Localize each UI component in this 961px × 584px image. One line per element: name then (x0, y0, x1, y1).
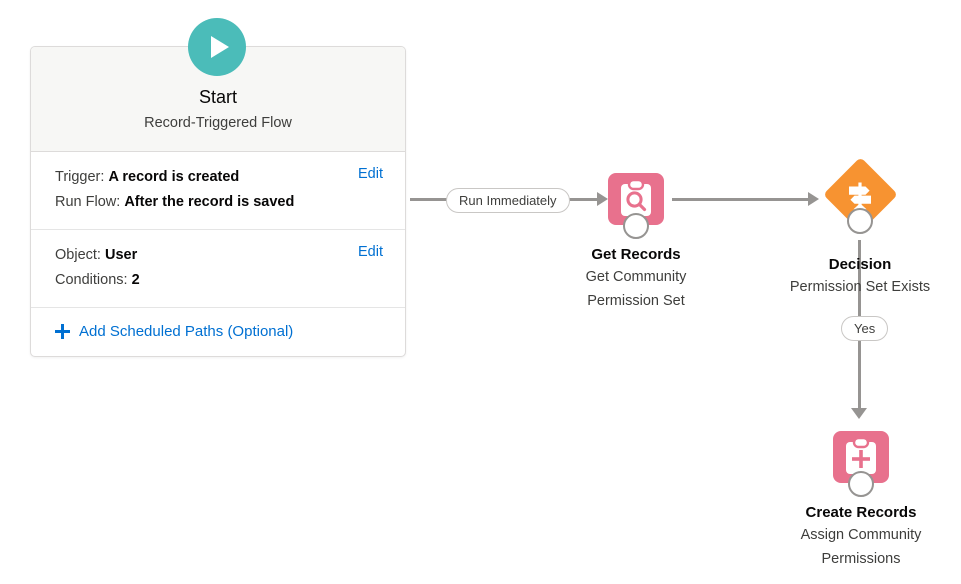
connector-start-to-getrecords (410, 198, 450, 201)
create-records-icon-box[interactable] (833, 431, 889, 497)
edit-trigger-link[interactable]: Edit (358, 166, 383, 182)
object-value: User (104, 247, 138, 263)
start-object-section: Object: User Conditions: 2 Edit (31, 230, 405, 308)
node-get-records[interactable]: Get Records Get Community Permission Set (586, 173, 736, 313)
connector-decision-to-create-upper (858, 240, 861, 318)
start-title: Start (198, 87, 237, 107)
connector-getrecords-inbound (563, 198, 599, 201)
create-records-label-wrap: Create Records Assign Community Permissi… (761, 502, 961, 571)
plus-icon (55, 324, 70, 339)
connector-arrow-to-create-records (851, 408, 867, 419)
play-icon (211, 36, 229, 58)
start-card[interactable]: Start Record-Triggered Flow Trigger: A r… (30, 46, 406, 357)
add-scheduled-paths-button[interactable]: Add Scheduled Paths (Optional) (31, 308, 405, 356)
start-play-button[interactable] (188, 18, 246, 76)
object-label: Object: (55, 247, 101, 263)
conditions-row: Conditions: 2 (55, 268, 381, 293)
decision-name-line1: Permission Set Exists (789, 279, 931, 295)
connector-arrow-to-decision (808, 192, 819, 206)
add-scheduled-paths-label: Add Scheduled Paths (Optional) (79, 323, 294, 340)
object-row: Object: User (55, 243, 381, 268)
connector-label-yes[interactable]: Yes (841, 316, 889, 341)
decision-type-label: Decision (828, 256, 892, 273)
start-trigger-section: Trigger: A record is created Run Flow: A… (31, 152, 405, 230)
get-records-name-line1: Get Community (585, 269, 687, 285)
create-records-connector-handle[interactable] (848, 471, 874, 497)
node-create-records[interactable]: Create Records Assign Community Permissi… (801, 431, 961, 571)
connector-arrow-to-getrecords (597, 192, 608, 206)
get-records-type-label: Get Records (591, 246, 681, 263)
get-records-label-wrap: Get Records Get Community Permission Set (536, 244, 736, 313)
node-decision[interactable]: Decision Permission Set Exists (790, 157, 960, 299)
connector-getrecords-to-decision (672, 198, 814, 201)
conditions-label: Conditions: (55, 272, 128, 288)
decision-icon-box[interactable] (823, 157, 898, 243)
run-flow-label: Run Flow: (55, 194, 121, 210)
run-flow-value: After the record is saved (124, 194, 295, 210)
edit-object-link[interactable]: Edit (358, 244, 383, 260)
trigger-value: A record is created (108, 169, 240, 185)
clipboard-plus-icon (846, 436, 876, 474)
get-records-icon-box[interactable] (608, 173, 664, 239)
get-records-name-line2: Permission Set (587, 293, 685, 309)
run-flow-row: Run Flow: After the record is saved (55, 190, 381, 215)
get-records-connector-handle[interactable] (623, 213, 649, 239)
start-subtitle: Record-Triggered Flow (144, 115, 292, 131)
decision-label-wrap: Decision Permission Set Exists (760, 254, 960, 299)
create-records-name-line1: Assign Community (800, 527, 922, 543)
signpost-icon (849, 182, 871, 210)
clipboard-search-icon (621, 178, 651, 216)
connector-decision-to-create-lower (858, 340, 861, 412)
trigger-row: Trigger: A record is created (55, 165, 381, 190)
conditions-value: 2 (131, 272, 140, 288)
decision-connector-handle[interactable] (847, 208, 873, 234)
trigger-label: Trigger: (55, 169, 105, 185)
create-records-name-line2: Permissions (821, 551, 901, 567)
create-records-type-label: Create Records (805, 504, 917, 521)
connector-label-run-immediately[interactable]: Run Immediately (446, 188, 570, 213)
